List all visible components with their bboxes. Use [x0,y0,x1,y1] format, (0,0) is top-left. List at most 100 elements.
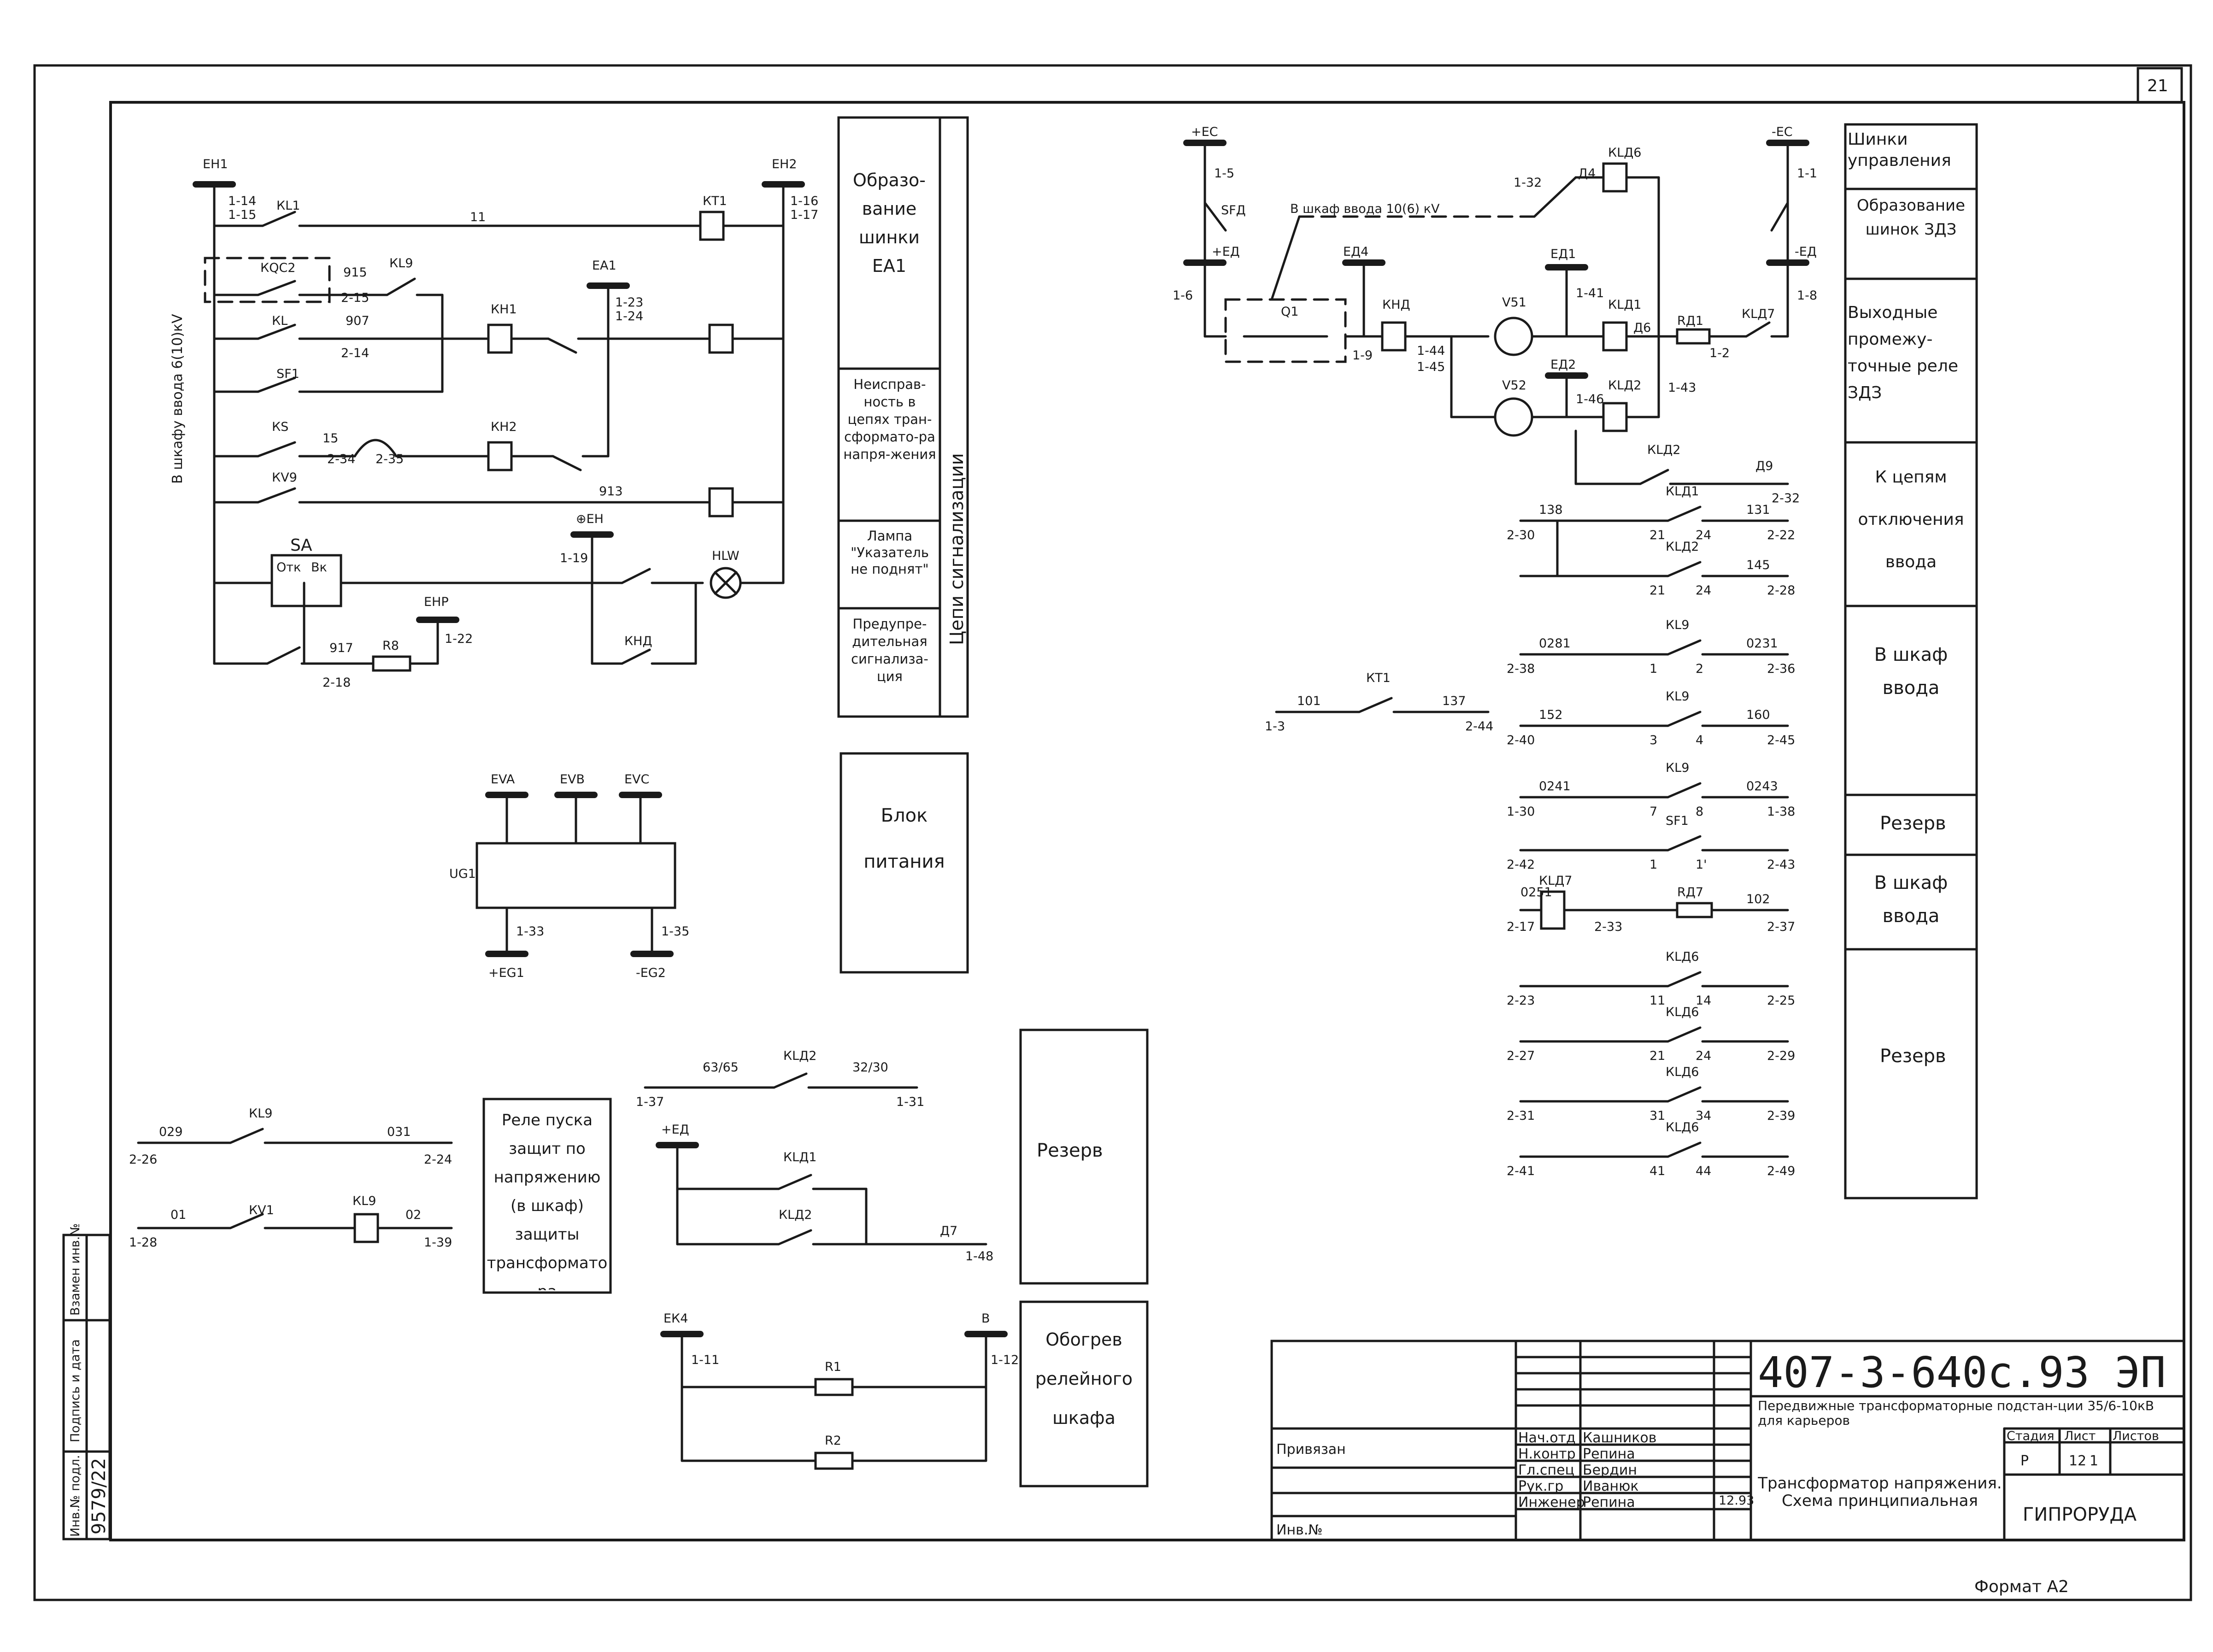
name-4: Репина [1583,1494,1635,1511]
dev-kqc2: КQС2 [260,261,295,275]
zdz-dev-v51: V51 [1502,295,1526,310]
contact-row [1519,835,1789,852]
legend-0: Шинки управления [1848,130,1951,170]
bus-evb: EVB [560,772,585,787]
zdz-bus-ed2: ЕД2 [1550,358,1576,372]
row-pin-2: 24 [1696,528,1711,542]
zdz-term-1-1: 1-1 [1797,166,1817,181]
zdz-dev-kld6: КLД6 [1608,146,1641,160]
row-pin-1: 1 [1649,662,1657,676]
bl-r1-dev: КL9 [249,1106,272,1121]
title-block [1270,1340,2185,1541]
zdz-bus-ed4: ЕД4 [1343,245,1368,259]
kld-top-w1: 63/65 [703,1060,739,1075]
term-2-18: 2-18 [323,676,351,690]
row-term-left: 2-41 [1507,1164,1535,1178]
row-device: SF1 [1666,814,1689,828]
box-label-power: Блок питания [863,805,945,872]
sa-off: Отк [276,560,301,575]
zdz-dev-kld2: КLД2 [1608,378,1641,393]
bl-r2-right: 1-39 [424,1235,452,1250]
name-0: Кашников [1583,1430,1656,1446]
sheet-number-box [2137,67,2183,104]
role-2: Гл.спец [1518,1462,1574,1478]
doc-code: 407-3-640с.93 [1758,1348,2090,1397]
ug1-name: UG1 [449,867,476,881]
title-block-text: 407-3-640с.93 ЭП Передвижные трансформат… [1276,1348,2166,1538]
wire-915: 915 [343,265,367,280]
kld-top-left: 1-37 [636,1095,664,1109]
kld7-wire-left: 0251 [1520,885,1552,899]
kt1-term-left: 1-3 [1265,719,1285,734]
bus-eg2: -EG2 [636,966,666,980]
bl-r2-w1: 01 [170,1208,186,1222]
row-term-right: 2-28 [1767,583,1795,598]
zdz-dev-d9: Д9 [1755,459,1773,473]
kld-c2-dev: КLД2 [779,1208,812,1222]
term-2-34: 2-34 [327,452,355,466]
row-device: КLД6 [1666,950,1699,964]
zdz-term-1-6: 1-6 [1173,288,1193,303]
box-power [839,752,969,974]
org-name: ГИПРОРУДА [2023,1504,2137,1525]
box-heater [1019,1300,1149,1487]
row-wire-left: 138 [1539,503,1563,517]
kld-top-right: 1-31 [896,1095,924,1109]
dev-kt1-coil: КТ1 [703,194,727,208]
coil-kh2 [487,441,513,471]
doc-type: ЭП [2115,1348,2166,1397]
bus-ea1: ЕА1 [592,259,616,273]
resistor-r1 [814,1378,854,1396]
breaker-q1 [1224,298,1347,363]
project-title: Передвижные трансформаторные подстан-ции… [1758,1399,2154,1428]
right-legend-text: Шинки управления Образование шинок ЗДЗ В… [1848,130,1966,1067]
row-pin-1: 3 [1649,733,1657,747]
heater-term-1: 1-11 [691,1353,719,1367]
heater-bus-ek4: ЕК4 [663,1311,688,1326]
kt1-wire-left: 101 [1297,694,1321,708]
term-2-14: 2-14 [341,346,369,360]
vertical-label-cabinet: В шкафу ввода 6(10)кV [170,314,186,484]
legend-1: Образование шинок ЗДЗ [1856,196,1966,239]
sheet-value: 12 [2069,1453,2086,1469]
role-1: Н.контр [1518,1446,1576,1462]
row-term-right: 2-43 [1767,858,1795,872]
kld-c2-end: Д7 [940,1224,957,1238]
row-device: КLД6 [1666,1065,1699,1079]
zdz-term-1-5: 1-5 [1214,166,1234,181]
row-device: КLД2 [1666,540,1699,554]
wire-15: 15 [323,431,338,446]
kld7-term-left: 2-17 [1507,920,1535,934]
stage-head-2: Листов [2113,1429,2159,1443]
bus-eg1: +EG1 [488,966,524,980]
wire-917: 917 [329,641,353,655]
box-label-reserve-mid: Резерв [1037,1140,1103,1161]
box-reserve-mid [1019,1029,1149,1285]
contact-row [1519,782,1789,799]
heater-term-2: 1-12 [991,1353,1019,1367]
contact-row [1519,1141,1789,1158]
dev-kl1: КL1 [276,199,300,213]
contact-row [1519,1026,1789,1043]
zdz-bus-mec: -ЕС [1772,125,1793,139]
kt1-term-right: 2-44 [1465,719,1493,734]
sign-date: 12.93 [1719,1493,1754,1508]
dev-sa: SА [290,536,312,555]
ug1-block [475,792,676,957]
name-3: Иванюк [1583,1478,1639,1494]
coil-khd [1381,321,1407,352]
dev-kl9: КL9 [389,256,413,270]
row-term-left: 2-27 [1507,1049,1535,1063]
row-pin-1: 11 [1649,994,1665,1008]
bl-r1-w2: 031 [387,1125,411,1139]
bl-r1-right: 2-24 [424,1152,452,1167]
contact-row [1519,561,1789,577]
bus-eva: EVA [491,772,515,787]
row-pin-2: 24 [1696,1049,1711,1063]
zdz-dashed-label: В шкаф ввода 10(6) кV [1290,202,1440,216]
privyazan-label: Привязан [1276,1441,1346,1458]
zdz-term-1-9: 1-9 [1352,348,1373,363]
sheets-value: 1 [2090,1453,2098,1469]
term-1-23: 1-23 [615,295,643,310]
